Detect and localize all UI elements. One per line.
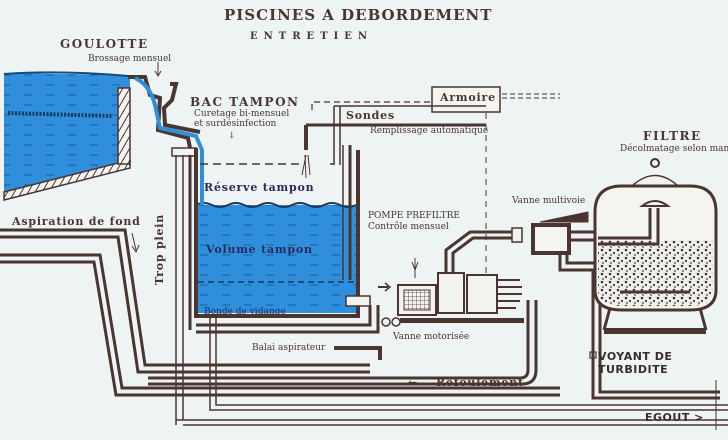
label-refoulement: Refoulement (436, 376, 524, 389)
label-voyant-1: VOYANT DE (598, 350, 673, 363)
label-pompe-prefiltre: POMPE PREFILTRE (368, 211, 460, 221)
label-sondes: Sondes (346, 109, 395, 122)
label-voyant-2: TURBIDITE (598, 363, 669, 376)
multiport-valve (531, 211, 594, 272)
label-balai-aspirateur: Balai aspirateur (252, 343, 326, 353)
left-arrow-icon: ← (408, 376, 419, 389)
buffer-tank (194, 145, 360, 318)
label-filtre-note: Décolmatage selon mano (620, 144, 728, 154)
label-remplissage: Remplissage automatique (370, 126, 489, 136)
label-bac-note-2: et surdésinfection (194, 119, 277, 129)
label-goulotte-note: Brossage mensuel (88, 54, 172, 64)
pump (345, 227, 524, 323)
diagram-subtitle: ENTRETIEN (250, 31, 374, 42)
aspiration-pipes (0, 228, 560, 397)
label-vanne-multivoie: Vanne multivoie (512, 196, 586, 206)
return-pipes (148, 270, 720, 400)
label-armoire: Armoire (440, 91, 496, 104)
label-volume-tampon: Volume tampon (206, 243, 313, 256)
down-arrow-icon: ↓ (228, 131, 236, 141)
trop-plein-pipes (171, 147, 197, 425)
label-goulotte: GOULOTTE (60, 37, 149, 51)
drain-lines (176, 316, 728, 430)
label-bonde-vidange: Bonde de vidange (204, 307, 286, 317)
label-egout: EGOUT > (645, 411, 704, 424)
label-trop-plein: Trop plein (153, 213, 166, 285)
label-filtre: FILTRE (643, 129, 702, 143)
label-aspiration-fond: Aspiration de fond (12, 215, 141, 228)
pool-basin (3, 71, 131, 201)
label-bac-note-1: Curetage bi-mensuel (194, 109, 290, 119)
label-pompe-note: Contrôle mensuel (368, 222, 449, 232)
label-vanne-motorisee: Vanne motorisée (393, 332, 470, 342)
diagram-title: PISCINES A DEBORDEMENT (224, 6, 493, 24)
goulotte-channel (128, 62, 204, 195)
label-bac-tampon: BAC TAMPON (190, 95, 300, 109)
control-lines (301, 86, 560, 290)
label-reserve-tampon: Réserve tampon (204, 181, 315, 194)
sand-filter (589, 158, 718, 359)
